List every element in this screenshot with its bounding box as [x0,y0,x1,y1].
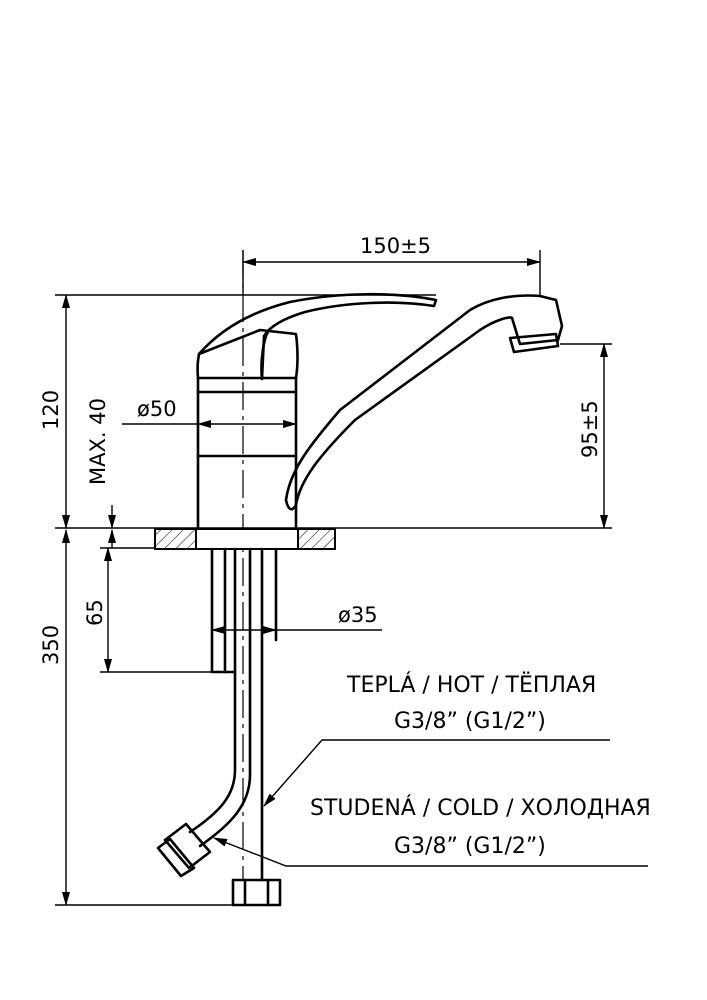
dimension-spout-height: 95±5 [560,343,612,529]
label-spout-reach: 150±5 [360,234,431,258]
mounting-flange [154,528,336,550]
threaded-shank [210,547,278,882]
label-total-height: 120 [39,390,63,430]
dimension-max-thickness: MAX. 40 [86,398,116,548]
dimension-body-diameter: ø50 [122,397,297,428]
label-hot-line2: G3/8” (G1/2”) [394,709,546,734]
hot-supply-callout: TEPLÁ / HOT / TЁПЛАЯ G3/8” (G1/2”) [263,672,610,807]
dimension-spout-reach: 150±5 [242,234,541,296]
label-shank-length: 65 [83,599,107,626]
label-max-thickness: MAX. 40 [86,398,110,485]
flexible-hoses [156,547,282,907]
cold-supply-callout: STUDENÁ / COLD / ХОЛОДНАЯ G3/8” (G1/2”) [213,795,651,867]
label-hose-length: 350 [39,625,63,665]
label-cold-line1: STUDENÁ / COLD / ХОЛОДНАЯ [310,795,651,821]
label-hot-line1: TEPLÁ / HOT / TЁПЛАЯ [346,672,596,698]
label-cold-line2: G3/8” (G1/2”) [394,834,546,859]
dimension-hose-length: 350 [39,529,233,906]
label-spout-height: 95±5 [578,400,602,458]
dimension-total-height: 120 [39,294,436,529]
dimension-shank-length: 65 [83,547,212,673]
lever-handle [197,292,438,381]
label-body-diameter: ø50 [137,397,177,421]
label-shank-diameter: ø35 [338,603,378,627]
spout [284,294,564,511]
dimension-shank-diameter: ø35 [211,603,382,634]
faucet-body [196,328,299,529]
